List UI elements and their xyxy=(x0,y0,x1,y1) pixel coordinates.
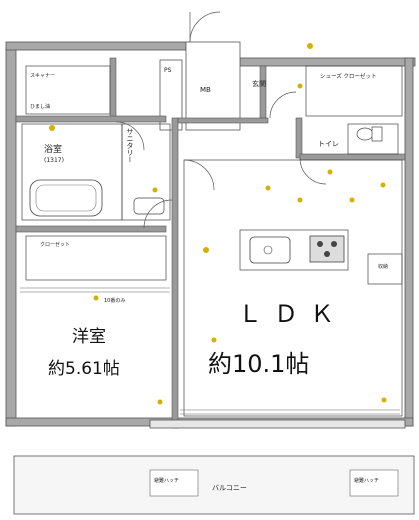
toilet-door-arc xyxy=(299,157,327,185)
sanitary-area xyxy=(121,123,171,221)
mb-block xyxy=(185,41,241,131)
laundry-area xyxy=(25,65,111,115)
hatch-right-label: 避難ハッチ xyxy=(354,477,379,484)
windows xyxy=(20,287,400,415)
wall-toilet-left xyxy=(295,117,303,159)
outlet xyxy=(157,399,163,405)
outlet xyxy=(327,169,333,175)
outlet xyxy=(297,197,303,203)
shoes-closet-label: シューズ クローゼット xyxy=(320,72,376,80)
top-wall-right xyxy=(239,57,416,67)
labels: スキャナー ひまし油 浴室 (1317) PS MB 玄関 シューズ クローゼッ… xyxy=(30,67,388,492)
ldk-name: ＬＤＫ xyxy=(238,300,346,328)
outlet xyxy=(211,337,217,343)
window-sill xyxy=(149,419,406,429)
unit-bath-label: ひまし油 xyxy=(30,103,50,110)
wall-bedroom-top xyxy=(15,225,167,233)
bath-size-label: (1317) xyxy=(44,157,64,164)
toilet-area xyxy=(347,123,399,155)
burner-1 xyxy=(317,241,323,247)
right-wall xyxy=(404,57,414,427)
scanner-label: スキャナー xyxy=(30,73,55,79)
wall-toilet-bottom xyxy=(299,153,406,161)
balcony-area xyxy=(13,455,415,515)
outlet xyxy=(49,125,55,131)
outlet-note-label: 10番のみ xyxy=(104,297,125,304)
hatch-left xyxy=(149,469,199,497)
kitchen-counter xyxy=(239,229,349,271)
burner-2 xyxy=(331,241,337,247)
kitchen-fixtures xyxy=(133,197,345,264)
bath-label: 浴室 xyxy=(44,143,62,155)
ldk-storage xyxy=(367,253,403,285)
ldk-area xyxy=(183,159,403,417)
outlet xyxy=(307,43,313,49)
top-wall-left xyxy=(5,41,187,51)
toilet-label: トイレ xyxy=(318,140,339,148)
outlet xyxy=(152,187,158,193)
closet-area xyxy=(25,235,167,281)
wall-bedroom-right xyxy=(171,117,179,429)
outlet xyxy=(349,197,355,203)
entrance-door-arc xyxy=(189,11,221,43)
burner-3 xyxy=(324,251,330,257)
balcony xyxy=(13,455,415,515)
wall-entrance xyxy=(259,65,267,119)
closet-label: クローゼット xyxy=(40,241,70,248)
outlet xyxy=(297,83,303,89)
entrance-label: 玄関 xyxy=(252,79,266,88)
ps-label: PS xyxy=(164,67,172,74)
hatch-right xyxy=(349,469,399,497)
wall-bath-top xyxy=(109,57,117,119)
outlet xyxy=(380,182,386,188)
left-wall xyxy=(5,47,17,427)
shoes-door-arc xyxy=(269,91,297,119)
ldk-storage-label: 収納 xyxy=(378,263,388,270)
mb-label: MB xyxy=(200,86,211,94)
sanitary-door-arc xyxy=(115,121,145,151)
ldk-size: 約10.1帖 xyxy=(208,350,309,378)
outlet xyxy=(381,397,387,403)
wall-corridor xyxy=(177,117,269,124)
room-lines xyxy=(21,65,406,429)
washbasin xyxy=(133,197,165,215)
outlet xyxy=(265,185,271,191)
bathtub xyxy=(29,179,103,217)
hatch-left-label: 避難ハッチ xyxy=(154,477,179,484)
interior-walls xyxy=(15,57,406,429)
western-room-name: 洋室 xyxy=(72,327,106,347)
shoes-closet-area xyxy=(305,65,403,117)
ps-block xyxy=(159,59,183,131)
outlet xyxy=(93,295,99,301)
outlet xyxy=(203,247,209,253)
toilet-fixture xyxy=(356,126,383,142)
western-room-size: 約5.61帖 xyxy=(48,359,120,379)
sink xyxy=(249,236,291,264)
bedroom-door-arc xyxy=(143,199,173,229)
doors xyxy=(115,11,327,229)
sanitary-label: サニタリー xyxy=(126,128,134,163)
balcony-label: バルコニー xyxy=(212,484,247,492)
outlets xyxy=(49,43,387,405)
stove xyxy=(309,235,345,263)
sink-drain xyxy=(263,245,273,255)
ldk-door-arc xyxy=(183,159,215,191)
wall-bath-horizontal xyxy=(15,115,167,123)
